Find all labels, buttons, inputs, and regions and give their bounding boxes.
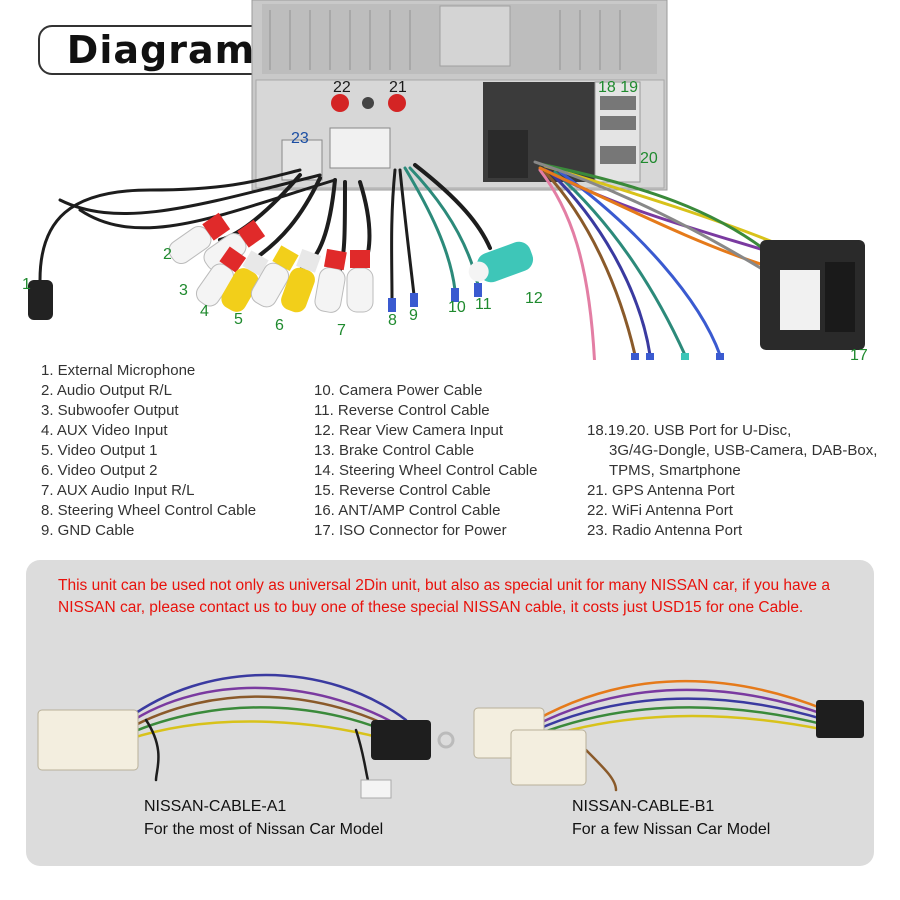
external-microphone xyxy=(28,280,53,320)
callout-2: 2 xyxy=(163,246,172,263)
wire-bundle xyxy=(38,160,782,360)
legend-item: 2. Audio Output R/L xyxy=(41,382,172,399)
legend-item-radio: 23. Radio Antenna Port xyxy=(587,522,743,539)
legend-item: 4. AUX Video Input xyxy=(41,422,168,439)
callout-7: 7 xyxy=(337,322,346,339)
callout-1: 1 xyxy=(22,276,31,293)
cable-a1-name: NISSAN-CABLE-A1 xyxy=(144,798,287,815)
callout-20: 20 xyxy=(640,150,658,167)
nissan-note: This unit can be used not only as univer… xyxy=(58,577,830,616)
callout-11: 11 xyxy=(475,296,492,313)
legend-item: 7. AUX Audio Input R/L xyxy=(41,482,195,499)
legend-column-3: 18.19.20. USB Port for U-Disc, 3G/4G-Don… xyxy=(587,421,877,541)
legend-item: 1. External Microphone xyxy=(41,362,196,379)
rca-connectors xyxy=(168,212,534,313)
callout-23: 23 xyxy=(291,130,309,147)
legend-item-gps: 21. GPS Antenna Port xyxy=(587,482,735,499)
legend-item: 15. Reverse Control Cable xyxy=(314,482,491,499)
legend-item: 5. Video Output 1 xyxy=(41,442,158,459)
legend-item: 14. Steering Wheel Control Cable xyxy=(314,462,538,479)
callout-6: 6 xyxy=(275,317,284,334)
callout-21: 21 xyxy=(389,79,407,96)
nissan-cables-illustration xyxy=(37,673,864,799)
legend-item: 11. Reverse Control Cable xyxy=(314,402,490,419)
callout-10: 10 xyxy=(448,299,466,316)
nissan-cable-panel xyxy=(26,560,874,866)
cable-b1-name: NISSAN-CABLE-B1 xyxy=(572,798,715,815)
callout-22: 22 xyxy=(333,79,351,96)
iso-connector xyxy=(760,240,865,350)
legend-item-usb-cont: TPMS, Smartphone xyxy=(609,462,741,479)
cable-a1-desc: For the most of Nissan Car Model xyxy=(144,821,384,838)
legend-item-usb: 18.19.20. USB Port for U-Disc, xyxy=(587,422,792,439)
legend-item: 16. ANT/AMP Control Cable xyxy=(314,502,501,519)
nissan-cable-b1-image xyxy=(473,679,864,792)
callout-12: 12 xyxy=(525,290,543,307)
legend-item-wifi: 22. WiFi Antenna Port xyxy=(587,502,733,519)
diagram-title-box: Diagram xyxy=(38,25,284,75)
legend-item: 13. Brake Control Cable xyxy=(314,442,475,459)
callout-8: 8 xyxy=(388,312,397,329)
legend-item: 9. GND Cable xyxy=(41,522,135,539)
head-unit-chassis xyxy=(251,0,668,191)
legend-item: 6. Video Output 2 xyxy=(41,462,158,479)
legend-item-usb-cont: 3G/4G-Dongle, USB-Camera, DAB-Box, xyxy=(609,442,878,459)
legend-column-2: 10. Camera Power Cable 11. Reverse Contr… xyxy=(314,381,537,541)
callout-17: 17 xyxy=(850,347,868,360)
legend-item: 10. Camera Power Cable xyxy=(314,382,483,399)
callout-5: 5 xyxy=(234,311,243,328)
cable-b1-desc: For a few Nissan Car Model xyxy=(572,821,771,838)
legend-item: 12. Rear View Camera Input xyxy=(314,422,503,439)
callout-4: 4 xyxy=(200,303,209,320)
nissan-cable-a1-image xyxy=(37,673,455,799)
callout-18-19: 18 19 xyxy=(598,79,638,96)
terminals xyxy=(388,283,724,360)
callout-9: 9 xyxy=(409,307,418,324)
legend-item: 3. Subwoofer Output xyxy=(41,402,179,419)
wiring-illustration: 1 2 3 4 5 6 7 8 9 10 11 12 13 14 15 16 1… xyxy=(22,0,868,360)
legend-item: 17. ISO Connector for Power xyxy=(314,522,507,539)
legend-column-1: 1. External Microphone 2. Audio Output R… xyxy=(41,361,256,541)
diagram-title: Diagram xyxy=(66,28,256,72)
legend-item: 8. Steering Wheel Control Cable xyxy=(41,502,257,519)
callout-3: 3 xyxy=(179,282,188,299)
